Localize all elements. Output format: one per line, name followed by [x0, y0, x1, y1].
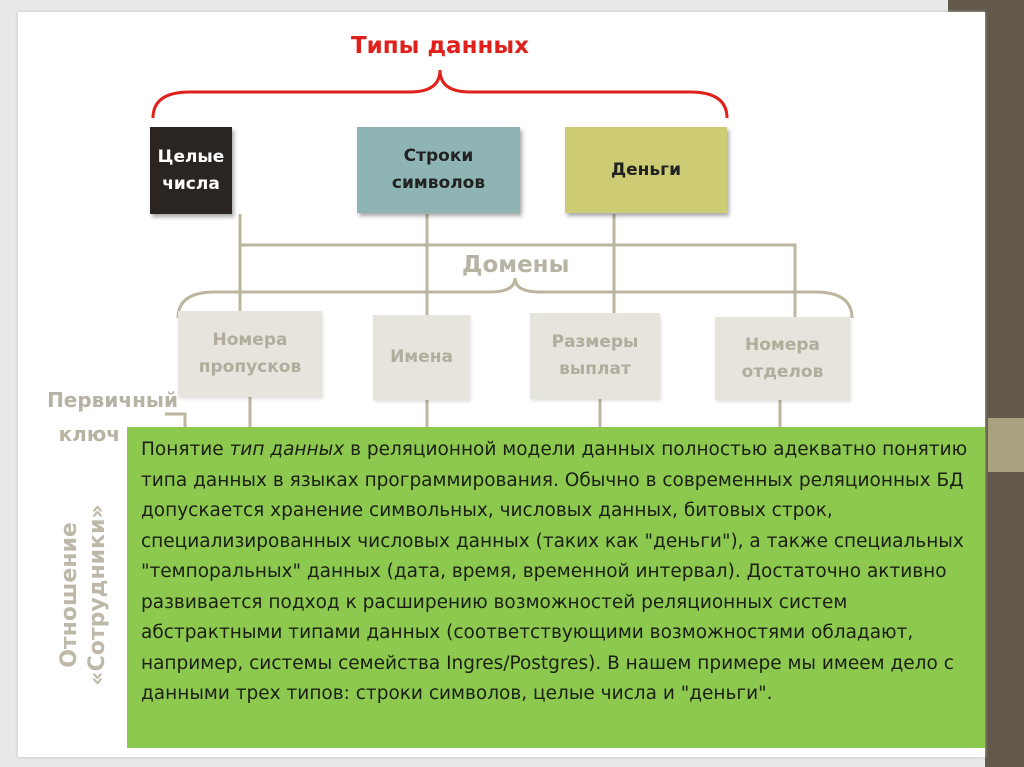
decor-band-right	[985, 0, 1024, 767]
type-box-integer: Целые числа	[150, 127, 232, 214]
note-text: Понятие	[141, 439, 230, 460]
domain-label: отделов	[741, 361, 824, 382]
primary-key-line: ключ	[58, 422, 120, 446]
domain-label: Номера	[745, 334, 820, 355]
type-label: Строки	[403, 146, 474, 166]
note-text: в реляционной модели данных полностью ад…	[141, 439, 968, 704]
relation-line: Отношение	[57, 522, 82, 668]
type-label: числа	[162, 173, 220, 194]
domain-label: пропусков	[198, 357, 302, 377]
type-label: Целые	[157, 146, 225, 167]
relation-label: Отношение«Сотрудники»	[56, 475, 112, 715]
domain-box: Номера пропусков	[178, 311, 322, 397]
domain-box: Имена	[373, 315, 470, 400]
domain-label: Номера	[212, 330, 288, 350]
domain-box: Номера отделов	[715, 317, 850, 400]
type-box-string: Строки символов	[357, 127, 520, 213]
domains-label: Домены	[458, 252, 574, 278]
domain-label: выплат	[559, 359, 631, 379]
primary-key-label: Первичный ключ	[36, 383, 178, 451]
type-label: символов	[391, 173, 486, 193]
types-title: Типы данных	[350, 33, 529, 59]
type-box-money: Деньги	[565, 127, 727, 213]
domain-label: Размеры	[551, 332, 639, 352]
domain-label: Имена	[390, 347, 453, 367]
decor-band-accent	[988, 418, 1024, 472]
primary-key-line: Первичный	[47, 388, 178, 412]
domain-box: Размеры выплат	[530, 313, 660, 399]
relation-line: «Сотрудники»	[85, 504, 110, 686]
note-emphasis: тип данных	[229, 439, 345, 460]
type-label: Деньги	[611, 159, 681, 180]
note-box: Понятие тип данных в реляционной модели …	[127, 427, 985, 748]
